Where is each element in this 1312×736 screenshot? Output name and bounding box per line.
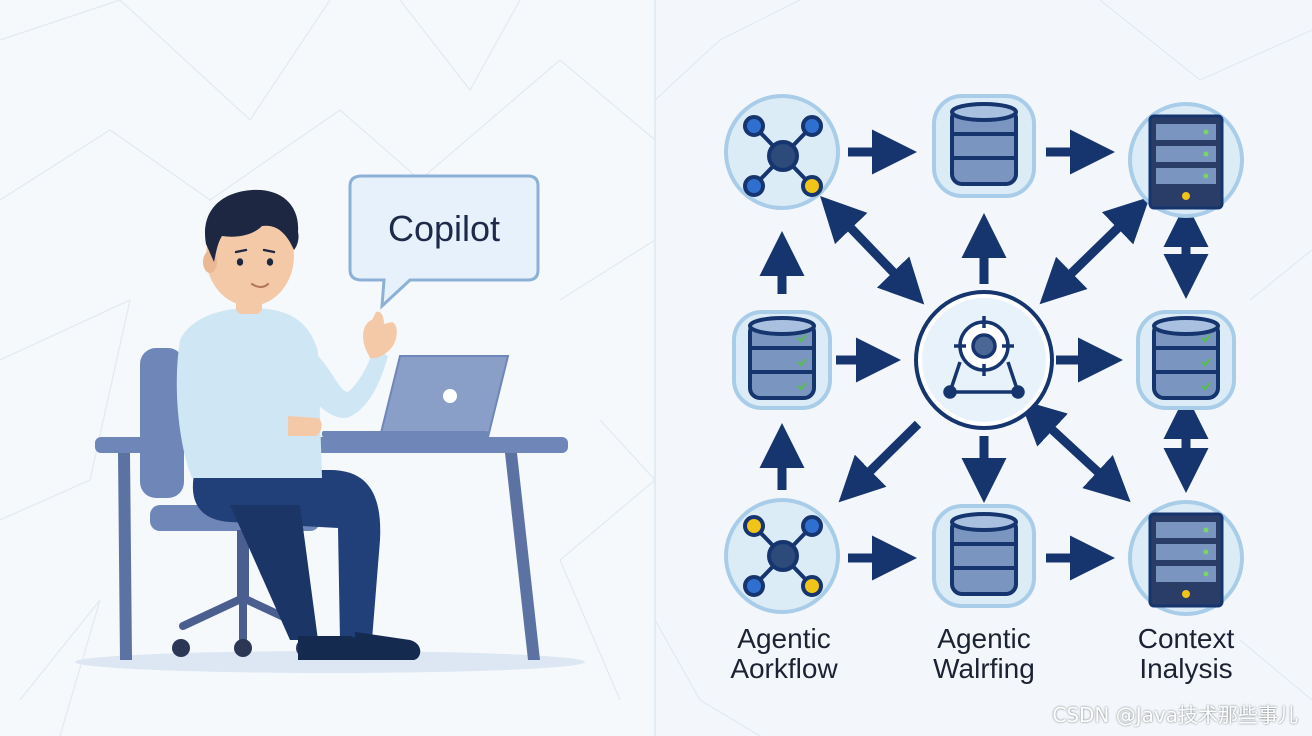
server-rack-icon	[1148, 114, 1224, 210]
floor-shadow	[75, 651, 585, 673]
speech-bubble-text: Copilot	[387, 208, 501, 249]
node-hub-top-left	[724, 94, 840, 210]
node-db-bottom-center	[932, 504, 1036, 608]
arrow-diag-bottom-right	[1019, 399, 1131, 503]
check-icon	[797, 334, 807, 391]
speech-bubble	[348, 174, 540, 310]
label-agentic-walrfing: Agentic Walrfing	[894, 624, 1074, 684]
arrow-diag-top-left	[820, 196, 925, 305]
label-context-inalysis: Context Inalysis	[1096, 624, 1276, 684]
network-hub-icon	[743, 515, 823, 597]
node-db-middle-left	[732, 310, 832, 410]
node-hub-bottom-left	[724, 498, 840, 614]
arrow-diag-bottom-left	[838, 420, 922, 503]
label-line-2: Inalysis	[1139, 653, 1233, 684]
database-icon	[748, 316, 816, 400]
database-icon	[950, 512, 1018, 596]
node-target-center	[914, 290, 1054, 430]
laptop	[322, 355, 510, 438]
laptop-logo-icon	[443, 389, 457, 403]
arrow-diag-top-right	[1039, 196, 1150, 305]
label-agentic-aorkflow: Agentic Aorkflow	[694, 624, 874, 684]
diagram-arrows	[759, 129, 1209, 581]
check-icon	[1201, 334, 1211, 391]
node-server-bottom-right	[1128, 500, 1244, 616]
label-line-2: Aorkflow	[730, 653, 838, 684]
network-hub-icon	[743, 115, 823, 197]
person	[176, 189, 421, 660]
watermark-text: CSDN @Java技术那些事儿	[1052, 703, 1298, 727]
server-rack-icon	[1148, 512, 1224, 608]
node-db-top-center	[932, 94, 1036, 198]
label-line-1: Context	[1137, 623, 1235, 654]
node-server-top-right	[1128, 102, 1244, 218]
label-line-2: Walrfing	[933, 653, 1035, 684]
target-network-icon	[943, 316, 1025, 399]
database-icon	[1152, 316, 1220, 400]
node-db-middle-right	[1136, 310, 1236, 410]
database-icon	[950, 102, 1018, 186]
label-line-1: Agentic	[937, 623, 1031, 654]
label-line-1: Agentic	[737, 623, 831, 654]
